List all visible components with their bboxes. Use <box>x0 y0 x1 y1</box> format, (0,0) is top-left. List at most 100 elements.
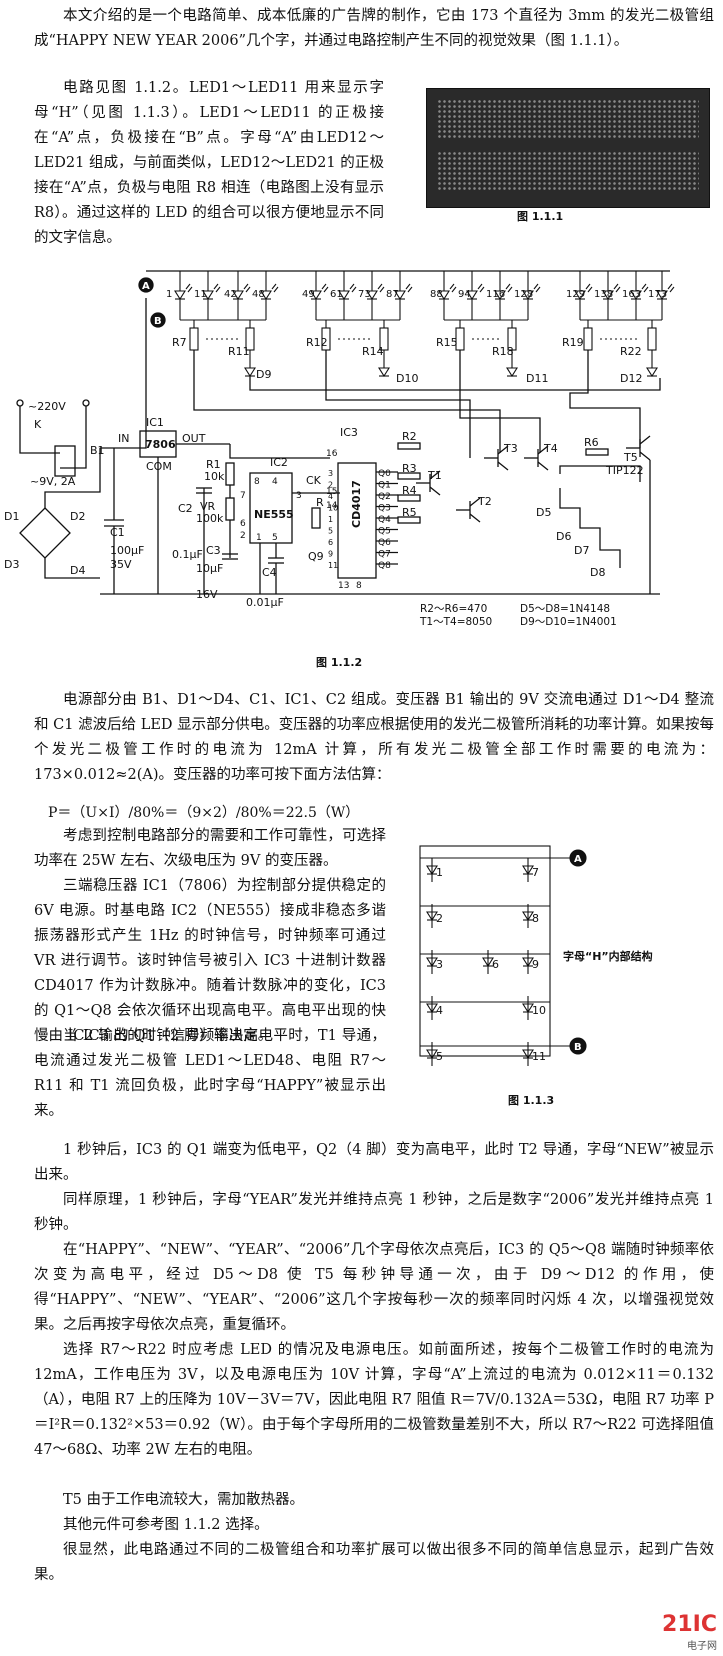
led-sign-photo <box>426 88 710 208</box>
c2-label: C2 <box>178 502 193 515</box>
r1-value: 10k <box>204 470 225 483</box>
led-number: 94 <box>458 289 471 300</box>
led-42: 42 <box>224 281 251 311</box>
ic3-output-Q0: Q0 <box>378 469 391 479</box>
watermark-logo: 21IC <box>662 1612 717 1637</box>
r12-label: R12 <box>306 336 328 349</box>
h-led-label: 2 <box>436 912 443 925</box>
mains-label: ~220V <box>28 400 66 413</box>
flash-diode-chain <box>559 465 641 568</box>
led-number: 11 <box>194 289 207 300</box>
ck-label: CK <box>306 474 322 487</box>
h-led-11: 11 <box>522 1042 546 1066</box>
ic2-part: NE555 <box>254 508 294 521</box>
ic3-pin: 3 <box>328 469 333 478</box>
t4-label: T4 <box>543 442 558 455</box>
led-87: 87 <box>386 281 413 311</box>
d10-label: D10 <box>396 372 418 385</box>
transistor-5 <box>626 435 651 461</box>
paragraph-q1: 当 IC3 的 Q1（2 脚）输出高电平时，T1 导通，电流通过发光二极管 LE… <box>34 1028 386 1119</box>
h-led-label: 1 <box>436 866 443 879</box>
fig1-caption: 图 1.1.1 <box>517 210 564 223</box>
paragraph-intro: 本文介绍的是一个电路简单、成本低廉的广告牌的制作，它由 173 个直径为 3mm… <box>34 8 714 49</box>
vr-value: 100k <box>196 512 224 525</box>
c4-value: 0.01μF <box>246 596 284 609</box>
d3-label: D3 <box>4 558 19 571</box>
d2-label: D2 <box>70 510 85 523</box>
h-led-1: 1 <box>426 858 443 882</box>
ic3-pin-14: 14 <box>326 501 338 511</box>
led-129: 129 <box>566 281 593 311</box>
h-led-label: 8 <box>532 912 539 925</box>
r19-label: R19 <box>562 336 584 349</box>
paragraph-heatsink: T5 由于工作电流较大，需加散热器。 <box>63 1492 305 1508</box>
r4-label: R4 <box>402 484 417 497</box>
led-94: 94 <box>458 281 485 311</box>
led-128: 128 <box>514 281 541 311</box>
ic3-label: IC3 <box>340 426 358 439</box>
fig2-caption: 图 1.1.2 <box>316 656 363 669</box>
h-led-4: 4 <box>426 996 443 1020</box>
point-b-label: B <box>154 316 162 327</box>
r2-label: R2 <box>402 430 417 443</box>
h-led-9: 9 <box>522 950 539 974</box>
c1-label: C1 <box>110 526 125 539</box>
transistor-1 <box>416 470 441 496</box>
d11-label: D11 <box>526 372 548 385</box>
d1-label: D1 <box>4 510 19 523</box>
ic3-pin: 10 <box>328 504 338 513</box>
h-led-7: 7 <box>522 858 539 882</box>
ic1-label: IC1 <box>146 416 164 429</box>
ic3-pin-13: 13 <box>338 581 349 591</box>
h-led-3: 3 <box>426 950 443 974</box>
h-led-label: 11 <box>532 1050 546 1063</box>
resistor <box>583 327 593 351</box>
note-r2-r6: R2～R6=470 <box>420 603 487 615</box>
c3-voltage: 16V <box>196 588 218 601</box>
r15-label: R15 <box>436 336 458 349</box>
d12-label: D12 <box>620 372 642 385</box>
led-number: 49 <box>302 289 315 300</box>
led-number: 129 <box>566 289 585 300</box>
c2-value: 0.1μF <box>172 548 203 561</box>
paragraph-circuit-intro: 电路见图 1.1.2。LED1～LED11 用来显示字母“H”（见图 1.1.3… <box>34 80 384 246</box>
h-led-5: 5 <box>426 1042 443 1066</box>
ic3-pin: 6 <box>328 538 333 547</box>
r7-label: R7 <box>172 336 187 349</box>
note-t1-t4: T1～T4=8050 <box>419 616 492 628</box>
diode <box>506 367 518 378</box>
paragraph-resistor: 选择 R7～R22 时应考虑 LED 的情况及电源电压。如前面所述，按每个二极管… <box>34 1342 714 1458</box>
resistor <box>585 448 609 456</box>
transistor-4 <box>524 445 549 471</box>
led-61: 61 <box>330 281 357 311</box>
ic3-output-Q1: Q1 <box>378 481 391 491</box>
q9-label: Q9 <box>308 550 324 563</box>
ic3-pin-15: 15 <box>326 487 337 497</box>
ic2-pin-5: 5 <box>272 533 278 543</box>
ic3-pin: 2 <box>328 481 333 490</box>
c3-value: 10μF <box>196 562 223 575</box>
h-led-label: 7 <box>532 866 539 879</box>
ic3-output-Q4: Q4 <box>378 515 391 525</box>
ic1-in: IN <box>118 432 129 445</box>
note-d9-d10: D9～D10=1N4001 <box>520 616 617 628</box>
ic2-label: IC2 <box>270 456 288 469</box>
d8-label: D8 <box>590 566 605 579</box>
t1-label: T1 <box>427 469 442 482</box>
led-138: 138 <box>594 281 621 311</box>
ic2-pin-2: 2 <box>240 531 246 541</box>
fig3-caption: 图 1.1.3 <box>508 1094 555 1107</box>
c4-label: C4 <box>262 566 277 579</box>
transistor-group <box>397 435 651 594</box>
resistor <box>397 472 421 480</box>
h-led-label: 6 <box>492 958 499 971</box>
r18-label: R18 <box>492 345 514 358</box>
ic3-pin-8: 8 <box>356 581 362 591</box>
led-88: 88 <box>430 281 457 311</box>
led-number: 163 <box>622 289 641 300</box>
paragraph-same: 同样原理，1 秒钟后，字母“YEAR”发光并维持点亮 1 秒钟，之后是数字“20… <box>34 1192 714 1233</box>
r3-label: R3 <box>402 462 417 475</box>
fig3-point-b: B <box>574 1042 582 1053</box>
